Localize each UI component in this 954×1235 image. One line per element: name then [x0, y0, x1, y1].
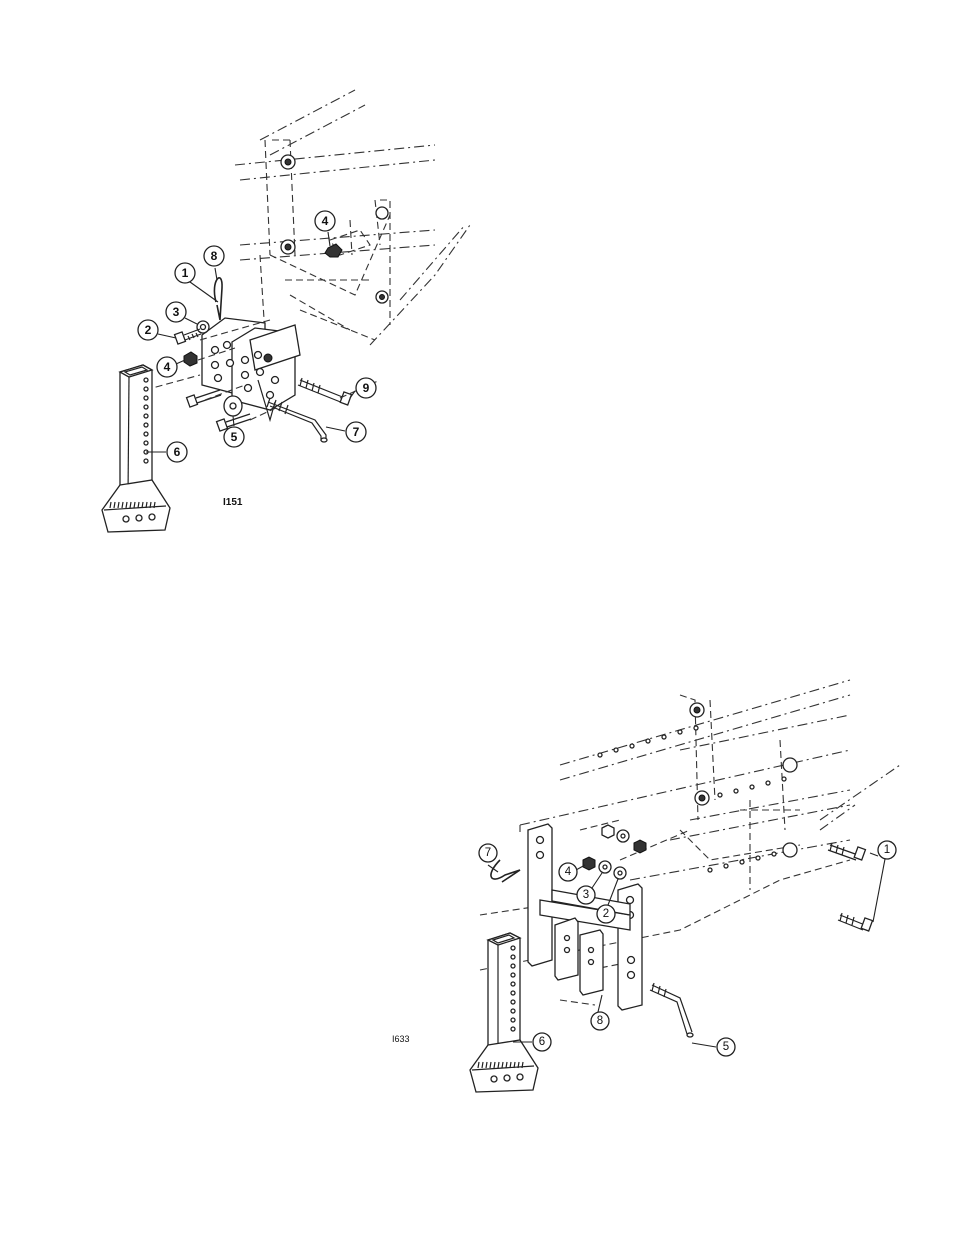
nut-icon — [184, 352, 197, 366]
jack-mount-diagram-top: 8 1 3 2 4 4 5 — [90, 80, 490, 550]
washer-icon — [197, 321, 209, 333]
callout-2-label: 2 — [145, 323, 152, 337]
callout-8-label: 8 — [211, 249, 218, 263]
frame-bolt-icon — [281, 155, 388, 303]
callout-1: 1 — [870, 841, 896, 922]
callout-7-label: 7 — [353, 425, 360, 439]
callout-9-label: 9 — [363, 381, 370, 395]
figure-code-bottom: I633 — [392, 1034, 410, 1044]
callout-7: 7 — [326, 422, 366, 442]
jack-bracket-icon — [528, 824, 642, 1010]
washer-icon — [224, 396, 242, 416]
bottom-diagram-drawing: 7 4 3 2 1 8 6 — [380, 660, 900, 1120]
callout-8: 8 — [591, 995, 609, 1030]
jack-mount-diagram-bottom: 7 4 3 2 1 8 6 — [380, 660, 900, 1120]
callout-6-label: 6 — [174, 445, 181, 459]
bolt-icon — [828, 843, 872, 931]
spacer-icon — [614, 867, 626, 879]
jack-stand-icon — [102, 365, 170, 532]
callout-4: 4 — [559, 863, 585, 881]
washer-icon — [599, 861, 611, 873]
callout-3-label: 3 — [173, 305, 180, 319]
callout-4-upper-label: 4 — [322, 214, 329, 228]
crank-handle-icon — [267, 398, 327, 442]
nut-icon — [583, 857, 595, 870]
rail-holes — [598, 726, 786, 872]
crank-handle-icon — [650, 983, 693, 1037]
top-diagram-drawing: 8 1 3 2 4 4 5 — [90, 80, 490, 550]
callout-3: 3 — [166, 302, 197, 324]
callout-4-lower-label: 4 — [164, 360, 171, 374]
callout-4-upper: 4 — [315, 211, 335, 246]
callout-4-label: 4 — [565, 866, 572, 878]
callout-9: 9 — [350, 378, 376, 398]
callout-6-label: 6 — [539, 1036, 545, 1048]
callout-5-label: 5 — [723, 1041, 729, 1053]
mounting-plate-icon — [202, 318, 300, 420]
callout-5: 5 — [224, 416, 244, 447]
callout-1-label: 1 — [884, 844, 890, 856]
clip-pin-icon — [214, 278, 222, 320]
callout-8-label: 8 — [597, 1015, 603, 1027]
callout-4-lower: 4 — [157, 357, 185, 377]
callout-3-label: 3 — [583, 889, 589, 901]
callout-5: 5 — [692, 1038, 735, 1056]
frame-bolt-icon — [690, 703, 797, 857]
callout-5-label: 5 — [231, 430, 238, 444]
clip-pin-icon — [491, 860, 520, 882]
callout-8: 8 — [204, 246, 224, 280]
bolt-icon — [175, 329, 201, 344]
callout-7-label: 7 — [485, 847, 491, 859]
callout-7: 7 — [479, 844, 498, 872]
callout-2-label: 2 — [603, 908, 609, 920]
nut-icon — [602, 825, 646, 853]
nut-icon — [325, 244, 342, 257]
callout-1: 1 — [175, 263, 218, 302]
callout-1-label: 1 — [182, 266, 189, 280]
callout-2: 2 — [138, 320, 176, 340]
figure-code-top: I151 — [223, 497, 243, 508]
bolt-icon — [298, 378, 351, 405]
